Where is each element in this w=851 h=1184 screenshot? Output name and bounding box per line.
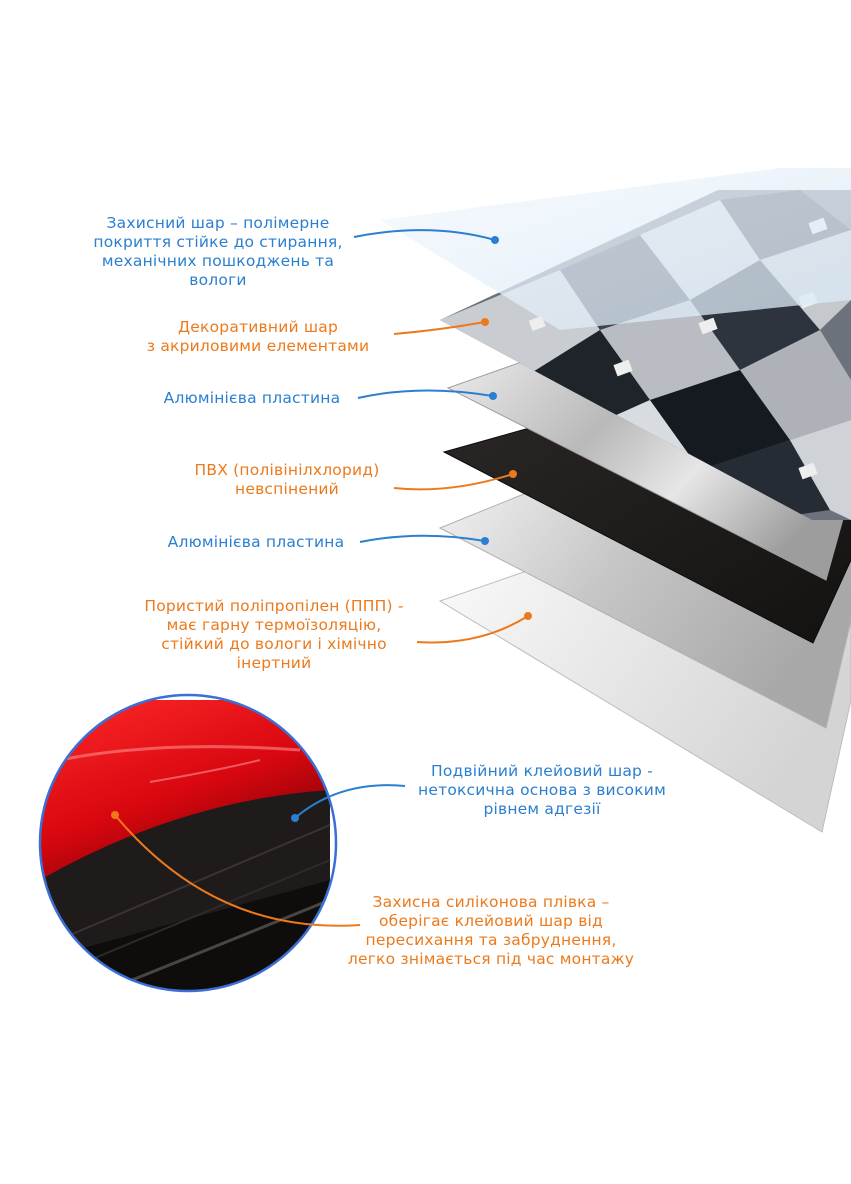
label-line: стійкий до вологи і хімічно: [161, 635, 387, 653]
label-line: Пористий поліпропілен (ППП) -: [144, 597, 404, 615]
label-foam: Пористий поліпропілен (ППП) - має гарну …: [124, 597, 424, 673]
protective-layer: [380, 168, 851, 330]
label-protective-layer: Захисний шар – полімерне покриття стійке…: [68, 214, 368, 290]
label-decorative-layer: Декоративний шар з акриловими елементами: [128, 318, 388, 356]
label-line: вологи: [189, 271, 247, 289]
label-line: невспінений: [235, 480, 339, 498]
label-silicone-film: Захисна силіконова плівка – оберігає кле…: [326, 893, 656, 969]
label-line: ПВХ (полівінілхлорид): [194, 461, 380, 479]
label-aluminium-1: Алюмінієва пластина: [142, 389, 362, 408]
label-adhesive: Подвійний клейовий шар - нетоксична осно…: [392, 762, 692, 819]
label-line: легко знімається під час монтажу: [347, 950, 635, 968]
label-line: з акриловими елементами: [146, 337, 370, 355]
label-line: Алюмінієва пластина: [163, 389, 341, 407]
label-line: має гарну термоїзоляцію,: [166, 616, 382, 634]
label-line: Подвійний клейовий шар -: [431, 762, 653, 780]
label-pvc: ПВХ (полівінілхлорид) невспінений: [182, 461, 392, 499]
label-aluminium-2: Алюмінієва пластина: [146, 533, 366, 552]
label-line: інертний: [236, 654, 312, 672]
label-line: рівнем адгезії: [483, 800, 601, 818]
label-line: нетоксична основа з високим: [418, 781, 666, 799]
connectors: [111, 229, 532, 927]
label-line: Алюмінієва пластина: [167, 533, 345, 551]
label-line: оберігає клейовий шар від: [379, 912, 603, 930]
label-line: механічних пошкоджень та: [101, 252, 335, 270]
label-line: Декоративний шар: [178, 318, 338, 336]
label-line: Захисна силіконова плівка –: [372, 893, 610, 911]
magnifier-circle: [40, 695, 336, 991]
magnifier-ring: [38, 693, 338, 993]
label-line: пересихання та забруднення,: [365, 931, 617, 949]
label-line: Захисний шар – полімерне: [106, 214, 330, 232]
label-line: покриття стійке до стирання,: [93, 233, 343, 251]
